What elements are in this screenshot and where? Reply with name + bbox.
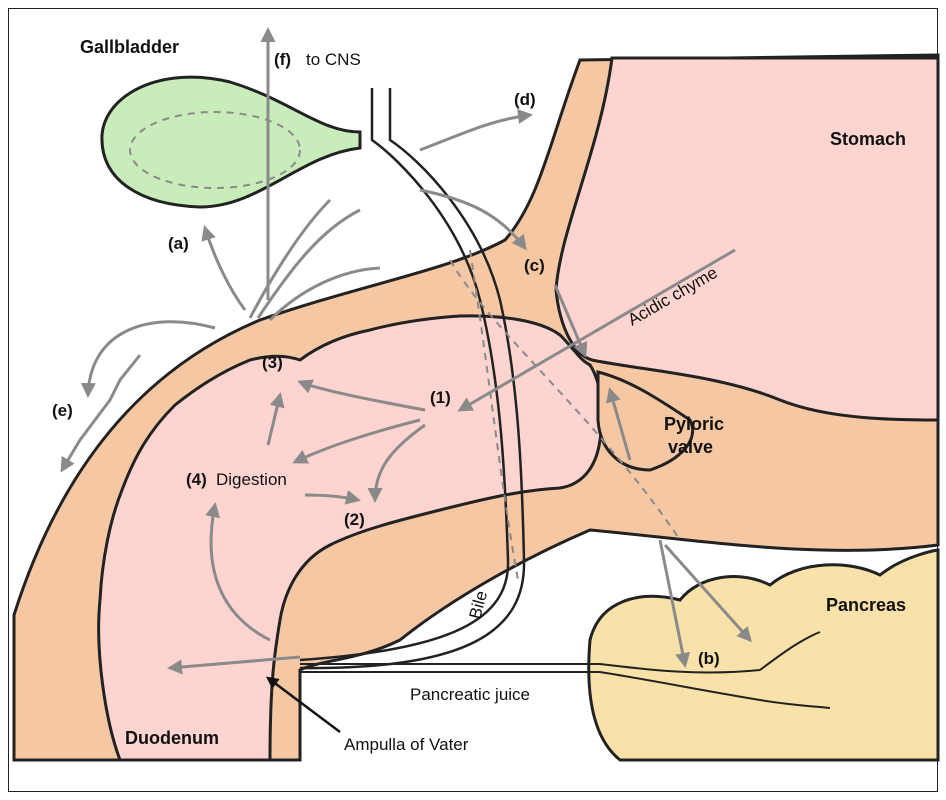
label-f: (f)	[274, 50, 291, 69]
label-valve: valve	[668, 437, 713, 457]
label-4: (4)	[186, 470, 207, 489]
label-e: (e)	[52, 401, 73, 420]
label-2: (2)	[344, 510, 365, 529]
label-duodenum: Duodenum	[125, 728, 219, 748]
label-1: (1)	[430, 388, 451, 407]
label-c: (c)	[524, 256, 545, 275]
label-pyloric: Pyloric	[664, 414, 724, 434]
pancreas-shape	[589, 550, 938, 760]
label-b: (b)	[698, 649, 720, 668]
label-digestion: Digestion	[216, 470, 287, 489]
label-d: (d)	[514, 90, 536, 109]
label-3: (3)	[262, 353, 283, 372]
arrow-d	[420, 115, 530, 150]
label-gallbladder: Gallbladder	[80, 37, 179, 57]
label-f-text: to CNS	[306, 50, 361, 69]
label-a: (a)	[168, 234, 189, 253]
label-pancreatic-juice: Pancreatic juice	[410, 685, 530, 704]
arrow-a	[205, 228, 245, 310]
label-stomach: Stomach	[830, 129, 906, 149]
label-pancreas: Pancreas	[826, 595, 906, 615]
label-ampulla: Ampulla of Vater	[344, 735, 469, 754]
